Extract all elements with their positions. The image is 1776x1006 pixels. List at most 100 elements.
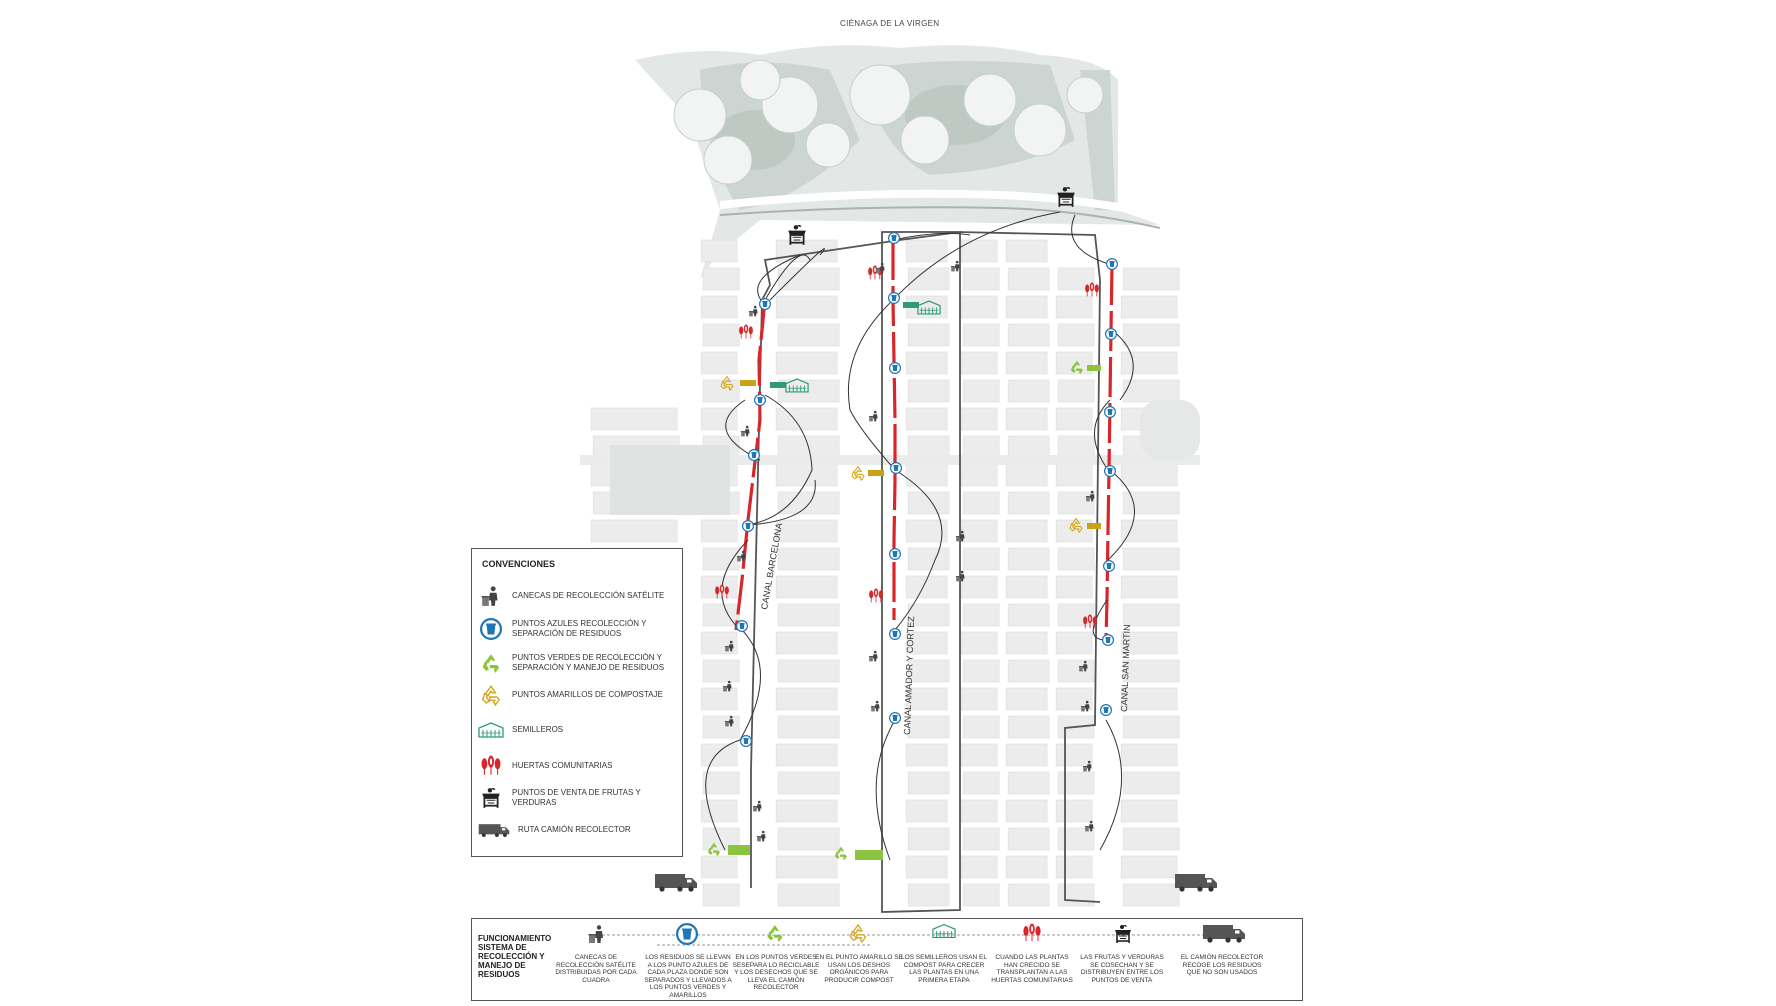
city-block xyxy=(962,659,1000,683)
legend-label: PUNTOS AMARILLOS DE COMPOSTAJE xyxy=(512,690,663,699)
truck-icon xyxy=(1202,923,1246,943)
bin-icon xyxy=(752,800,762,812)
blue-point-icon xyxy=(676,923,698,945)
city-block xyxy=(962,603,1000,627)
city-block xyxy=(905,351,948,375)
city-block xyxy=(907,715,950,739)
compost-yellow-icon xyxy=(848,923,868,943)
city-block xyxy=(1057,379,1095,403)
legend-item-blue-points: PUNTOS AZULES RECOLECCIÓN Y SEPARACIÓN D… xyxy=(478,616,678,642)
blue-point-icon xyxy=(1100,704,1112,716)
green-park xyxy=(610,445,730,515)
city-block xyxy=(1007,547,1050,571)
blue-point-icon xyxy=(889,628,901,640)
flow-step: EL CAMIÓN RECOLECTOR RECOGE LOS RESIDUOS… xyxy=(1180,954,1264,976)
legend-label: SEMILLEROS xyxy=(512,725,564,734)
city-block xyxy=(1122,827,1180,851)
greenhouse-icon xyxy=(932,923,956,939)
blue-point-icon xyxy=(888,292,900,304)
city-block xyxy=(960,687,998,711)
flow-step: EN EL PUNTO AMARILLO SE USAN LOS DESHOS … xyxy=(815,954,903,984)
compost-bar xyxy=(868,470,884,476)
city-block xyxy=(702,715,740,739)
city-block xyxy=(775,519,838,543)
city-block xyxy=(700,799,738,823)
city-block xyxy=(775,743,838,767)
city-block xyxy=(962,491,1000,515)
blue-point-icon xyxy=(888,232,900,244)
city-block xyxy=(960,575,998,599)
city-block xyxy=(960,351,998,375)
city-block xyxy=(1055,519,1093,543)
city-block xyxy=(1120,855,1178,879)
city-block xyxy=(1007,771,1050,795)
city-block xyxy=(702,547,740,571)
city-block xyxy=(1005,351,1048,375)
flow-diagram: FUNCIONAMIENTO SISTEMA DE RECOLECCIÓN Y … xyxy=(471,918,1303,1001)
city-block xyxy=(777,267,840,291)
city-block xyxy=(1120,799,1178,823)
round-park xyxy=(1140,400,1200,460)
city-block xyxy=(905,687,948,711)
city-block xyxy=(1007,827,1050,851)
city-block xyxy=(700,295,738,319)
blue-point-icon xyxy=(889,548,901,560)
city-block xyxy=(907,603,950,627)
legend: CONVENCIONES CANECAS DE RECOLECCIÓN SATÉ… xyxy=(471,548,683,857)
legend-item-gardens: HUERTAS COMUNITARIAS xyxy=(478,753,678,779)
city-block xyxy=(1057,323,1095,347)
cienaga-area xyxy=(635,45,1161,280)
compost-bar xyxy=(740,380,756,386)
city-block xyxy=(1005,463,1048,487)
garden-icon xyxy=(869,588,883,603)
city-block xyxy=(777,883,840,907)
city-block xyxy=(1007,267,1050,291)
bin-icon xyxy=(870,700,880,712)
city-block xyxy=(905,855,948,879)
city-block xyxy=(1122,379,1180,403)
city-block xyxy=(907,659,950,683)
blue-point-icon xyxy=(1102,634,1114,646)
city-block xyxy=(960,855,998,879)
city-block xyxy=(702,883,740,907)
truck-route xyxy=(750,230,1101,913)
city-block xyxy=(962,827,1000,851)
blue-point-icon xyxy=(736,620,748,632)
city-block xyxy=(905,631,948,655)
flow-step: LOS SEMILLEROS USAN EL COMPOST PARA CREC… xyxy=(901,954,987,984)
city-block xyxy=(907,323,950,347)
city-block xyxy=(1005,687,1048,711)
truck-icon xyxy=(478,822,510,838)
city-block xyxy=(775,463,838,487)
legend-item-yellow-points: PUNTOS AMARILLOS DE COMPOSTAJE xyxy=(478,682,678,708)
compost-yellow-icon xyxy=(478,684,504,706)
city-block xyxy=(1055,799,1093,823)
legend-label: CANECAS DE RECOLECCIÓN SATÉLITE xyxy=(512,591,665,600)
city-block xyxy=(1120,295,1178,319)
city-block xyxy=(1122,771,1180,795)
city-block xyxy=(905,575,948,599)
legend-label: HUERTAS COMUNITARIAS xyxy=(512,761,613,770)
city-block xyxy=(1005,799,1048,823)
city-block xyxy=(960,799,998,823)
city-block xyxy=(1120,631,1178,655)
garden-icon xyxy=(715,584,729,599)
blue-point-icon xyxy=(1104,465,1116,477)
city-block xyxy=(907,267,950,291)
city-block xyxy=(962,715,1000,739)
city-block xyxy=(905,407,948,431)
city-block xyxy=(775,295,838,319)
city-block xyxy=(960,239,998,263)
city-block xyxy=(1057,771,1095,795)
city-block xyxy=(702,323,740,347)
city-block xyxy=(1057,603,1095,627)
bin-icon xyxy=(868,410,878,422)
blue-point-icon xyxy=(889,712,901,724)
blue-point-icon xyxy=(1104,406,1116,418)
green-bar xyxy=(728,845,750,855)
city-block xyxy=(905,799,948,823)
blue-point-icon xyxy=(1105,328,1117,340)
city-block xyxy=(1055,351,1093,375)
flow-step: CUANDO LAS PLANTAS HAN CRECIDO SE TRANSP… xyxy=(991,954,1073,984)
city-block xyxy=(1057,547,1095,571)
